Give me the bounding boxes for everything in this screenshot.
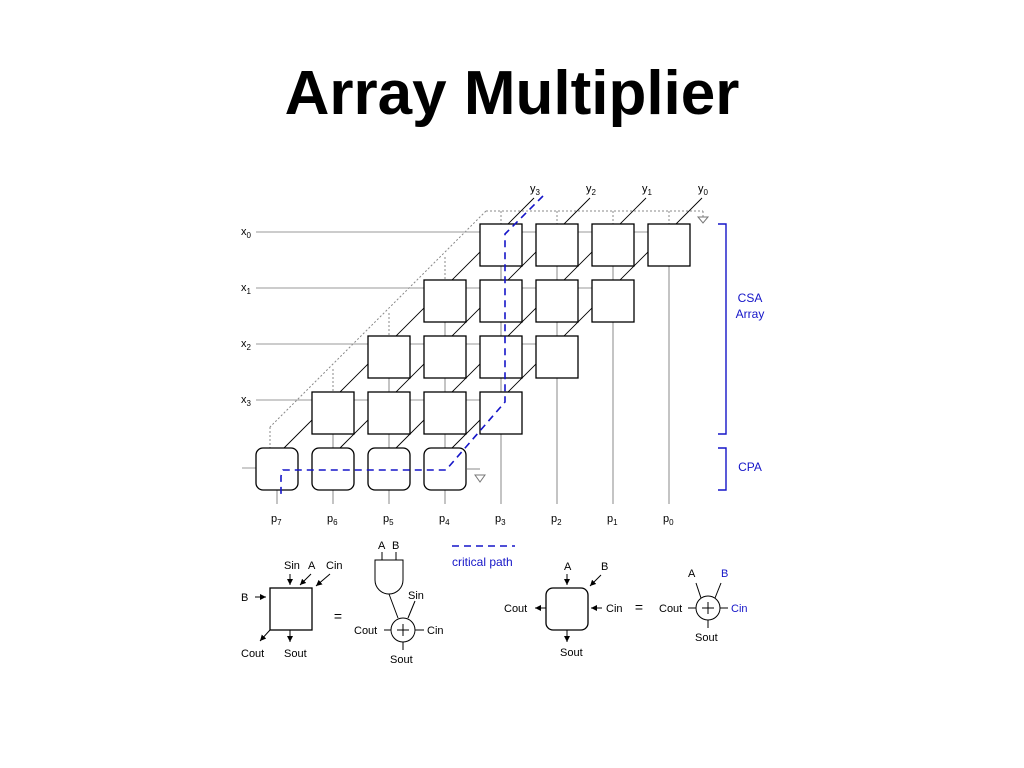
svg-text:p2: p2: [551, 513, 562, 527]
svg-text:p4: p4: [439, 513, 450, 527]
csa-bracket-label-2: Array: [736, 307, 765, 321]
svg-text:Sin: Sin: [284, 560, 300, 572]
svg-text:x3: x3: [241, 394, 252, 408]
svg-text:Sout: Sout: [284, 648, 307, 660]
y-input-labels: y3 y2 y1 y0: [530, 183, 709, 197]
cpa-adder-equivalent: [688, 582, 728, 628]
x-input-labels: x0 x1 x2 x3: [241, 226, 252, 408]
svg-text:Cin: Cin: [427, 625, 444, 637]
critical-path-line: [280, 195, 544, 498]
svg-text:Cout: Cout: [354, 625, 377, 637]
svg-text:x1: x1: [241, 282, 252, 296]
csa-cell: [479, 335, 523, 379]
svg-text:p1: p1: [607, 513, 618, 527]
critical-path-legend-label: critical path: [452, 555, 513, 569]
csa-cell: [535, 279, 579, 323]
csa-cell: [423, 391, 467, 435]
svg-text:y1: y1: [642, 183, 653, 197]
equals-sign: =: [334, 608, 342, 624]
svg-text:y0: y0: [698, 183, 709, 197]
svg-text:x2: x2: [241, 338, 252, 352]
svg-text:Sout: Sout: [695, 632, 718, 644]
top-right-terminal-arrow: [696, 216, 710, 224]
csa-cell: [647, 223, 691, 267]
cpa-cell: [311, 447, 355, 491]
csa-array: [311, 223, 691, 435]
svg-text:B: B: [721, 568, 728, 580]
svg-text:Cout: Cout: [241, 648, 264, 660]
equals-sign: =: [635, 599, 643, 615]
csa-cell: [367, 335, 411, 379]
csa-gate-equivalent: [374, 552, 424, 650]
svg-text:B: B: [241, 592, 248, 604]
cpa-cell: [255, 447, 299, 491]
svg-text:A: A: [378, 540, 386, 552]
csa-cell: [479, 279, 523, 323]
cpa-bracket-label: CPA: [738, 460, 762, 474]
cpa-cell: [367, 447, 411, 491]
cpa-row: [255, 447, 467, 491]
cpa-cell-definition: A B Cout Cin Sout: [504, 561, 623, 659]
p-output-labels: p7 p6 p5 p4 p3 p2 p1 p0: [271, 513, 674, 527]
cpa-terminal-arrow: [474, 474, 486, 483]
cpa-bracket: [718, 447, 727, 491]
csa-cell: [535, 223, 579, 267]
svg-text:p6: p6: [327, 513, 338, 527]
csa-cell: [367, 391, 411, 435]
cpa-adder-equivalent-labels: A B Cout Cin Sout: [659, 568, 748, 644]
svg-text:A: A: [308, 560, 316, 572]
csa-cell: [535, 335, 579, 379]
sum-connections: [276, 266, 670, 504]
svg-text:x0: x0: [241, 226, 252, 240]
csa-cell: [479, 223, 523, 267]
svg-text:Cout: Cout: [504, 603, 527, 615]
csa-cell-definition: Sin A Cin B Cout Sout: [241, 560, 343, 660]
csa-cell: [423, 279, 467, 323]
svg-text:Sout: Sout: [560, 647, 583, 659]
svg-text:Cin: Cin: [606, 603, 623, 615]
cpa-cell: [423, 447, 467, 491]
svg-text:Cin: Cin: [731, 603, 748, 615]
csa-cell: [479, 391, 523, 435]
svg-text:p7: p7: [271, 513, 282, 527]
csa-gate-equivalent-labels: A B Sin Cout Cin Sout: [354, 540, 444, 666]
svg-text:y2: y2: [586, 183, 597, 197]
svg-text:A: A: [564, 561, 572, 573]
page-title: Array Multiplier: [284, 59, 740, 128]
dotted-frame: [269, 210, 704, 448]
svg-text:p3: p3: [495, 513, 506, 527]
svg-text:y3: y3: [530, 183, 541, 197]
svg-text:A: A: [688, 568, 696, 580]
svg-text:p0: p0: [663, 513, 674, 527]
svg-text:Cout: Cout: [659, 603, 682, 615]
csa-cell: [423, 335, 467, 379]
svg-text:Sout: Sout: [390, 654, 413, 666]
csa-cell: [591, 223, 635, 267]
svg-text:B: B: [392, 540, 399, 552]
svg-text:Cin: Cin: [326, 560, 343, 572]
svg-text:Sin: Sin: [408, 590, 424, 602]
csa-bracket-label: CSA: [738, 291, 763, 305]
svg-text:B: B: [601, 561, 608, 573]
svg-text:p5: p5: [383, 513, 394, 527]
csa-cell: [591, 279, 635, 323]
csa-cell: [311, 391, 355, 435]
csa-bracket: [718, 223, 727, 435]
